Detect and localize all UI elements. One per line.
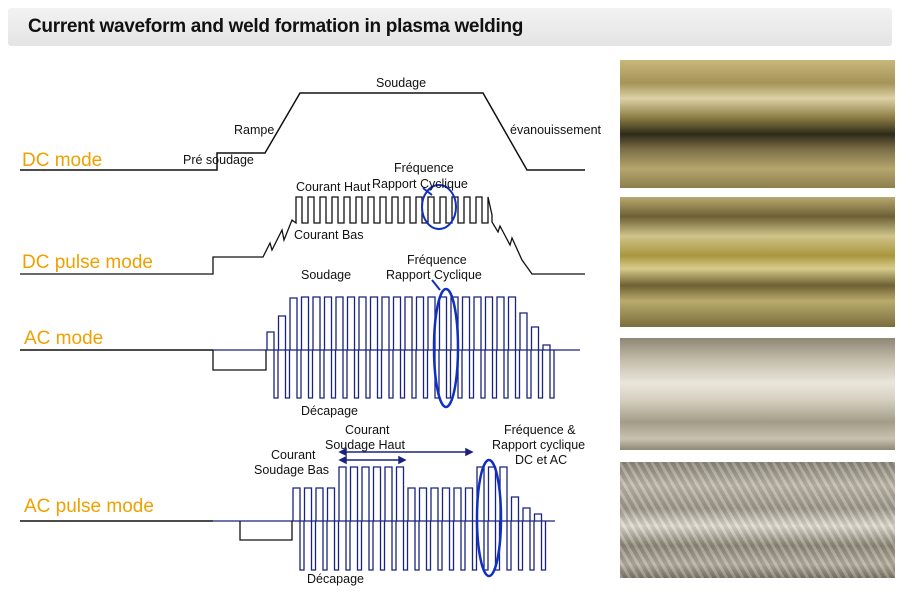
label-frequence: Fréquence [394,161,454,175]
dc-pulse-mode-label: DC pulse mode [22,252,153,273]
label-courant-bas: Courant [271,448,316,462]
label-courant-haut: Courant [345,423,390,437]
ac-pulse-preamble [239,521,293,541]
label-courant-haut: Courant Haut [296,180,371,194]
page-title: Current waveform and weld formation in p… [28,16,524,37]
ac-mode-label: AC mode [24,328,103,349]
ac-pointer [431,279,441,291]
soudage-bas-arrow [338,455,407,465]
dc-mode-label: DC mode [22,150,102,171]
waveform-diagram: DC mode DC pulse mode AC mode AC pulse m… [20,76,602,586]
ac-waveform [266,296,555,399]
dc-pulse-pointer [422,187,433,196]
ac-pulse-highlight [475,458,503,578]
soudage-haut-arrow [338,447,474,457]
label-ac-decapage: Décapage [301,404,358,418]
label-freq-dc-ac-2: Rapport cyclique [492,438,585,452]
label-ac-soudage: Soudage [301,268,351,282]
label-freq-dc-ac-1: Fréquence & [504,423,576,437]
label-soudage-bas: Soudage Bas [254,463,329,477]
weld-photo-dc-pulse [620,197,895,327]
label-ap-decapage: Décapage [307,572,364,586]
title-bar: Current waveform and weld formation in p… [8,8,892,46]
weld-photo-ac-pulse [620,462,895,578]
label-rampe: Rampe [234,123,274,137]
label-evanouissement: évanouissement [510,123,602,137]
label-ac-frequence: Fréquence [407,253,467,267]
label-courant-bas: Courant Bas [294,228,363,242]
label-soudage: Soudage [376,76,426,90]
ac-highlight [432,287,460,409]
label-ac-rapport: Rapport Cyclique [386,268,482,282]
dc-pulse-waveform [20,196,585,275]
ac-pulse-mode-label: AC pulse mode [24,496,154,517]
label-rapport-cyclique: Rapport Cyclique [372,177,468,191]
ac-pulse-waveform [292,466,547,571]
weld-photo-ac [620,338,895,450]
label-soudage-haut: Soudage Haut [325,438,405,452]
dc-waveform [20,92,585,171]
label-freq-dc-ac-3: DC et AC [515,453,567,467]
ac-preamble [212,350,267,371]
weld-photo-dc [620,60,895,188]
dc-pulse-highlight [421,184,457,230]
label-pre-soudage: Pré soudage [183,153,254,167]
